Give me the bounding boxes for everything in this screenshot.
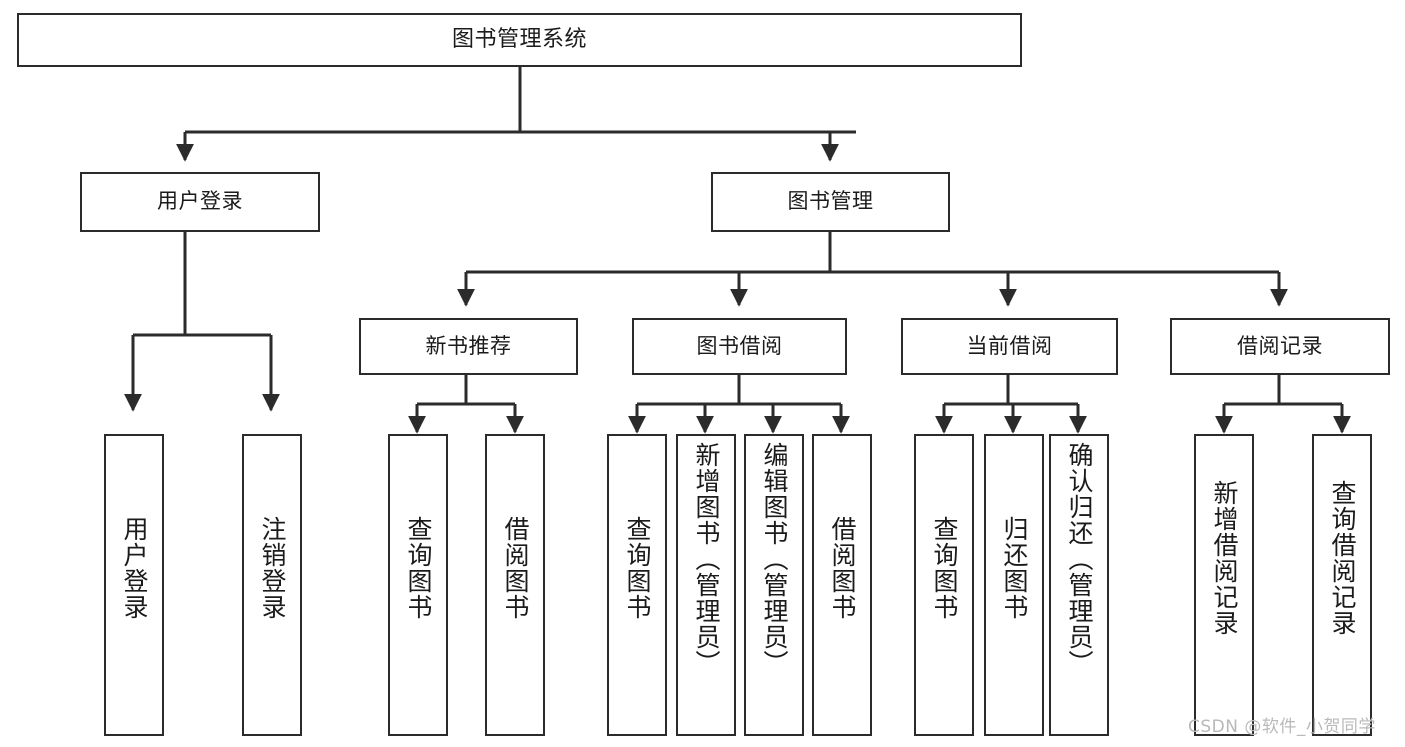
- leaf-label: 借阅图书: [828, 516, 857, 620]
- node-label: 新书推荐: [425, 333, 512, 358]
- node-label: 用户登录: [157, 189, 243, 214]
- leaf-label: 查询图书: [930, 516, 959, 620]
- leaf-return-book[interactable]: 归还图书: [984, 434, 1044, 736]
- leaf-label: 查询图书: [623, 516, 652, 620]
- node-new-book-recommend[interactable]: 新书推荐: [359, 318, 578, 375]
- leaf-add-book-admin[interactable]: 新增图书（管理员）: [676, 434, 736, 736]
- node-book-borrow[interactable]: 图书借阅: [632, 318, 847, 375]
- leaf-edit-book-admin[interactable]: 编辑图书（管理员）: [744, 434, 804, 736]
- node-label: 图书管理: [787, 189, 874, 214]
- leaf-label: 新增借阅记录: [1210, 480, 1239, 636]
- leaf-label: 查询图书: [404, 516, 433, 620]
- leaf-label: 确认归还（管理员）: [1065, 442, 1094, 676]
- leaf-label: 编辑图书（管理员）: [760, 442, 789, 676]
- leaf-query-borrow-record[interactable]: 查询借阅记录: [1312, 434, 1372, 736]
- leaf-label: 用户登录: [120, 516, 149, 620]
- node-user-login[interactable]: 用户登录: [80, 172, 320, 232]
- leaf-borrow-book-recommend[interactable]: 借阅图书: [485, 434, 545, 736]
- leaf-add-borrow-record[interactable]: 新增借阅记录: [1194, 434, 1254, 736]
- leaf-label: 借阅图书: [501, 516, 530, 620]
- leaf-query-book-current[interactable]: 查询图书: [914, 434, 974, 736]
- leaf-confirm-return-admin[interactable]: 确认归还（管理员）: [1049, 434, 1109, 736]
- node-label: 图书管理系统: [451, 26, 587, 52]
- node-book-manage[interactable]: 图书管理: [711, 172, 950, 232]
- node-label: 图书借阅: [696, 333, 783, 358]
- node-root-book-management-system[interactable]: 图书管理系统: [17, 13, 1022, 67]
- leaf-label: 新增图书（管理员）: [692, 442, 721, 676]
- node-label: 当前借阅: [966, 333, 1053, 358]
- node-borrow-record[interactable]: 借阅记录: [1170, 318, 1390, 375]
- leaf-label: 归还图书: [1000, 516, 1029, 620]
- watermark-text: CSDN @软件_小贺同学: [1188, 717, 1376, 737]
- leaf-query-book-borrow[interactable]: 查询图书: [607, 434, 667, 736]
- leaf-query-book-recommend[interactable]: 查询图书: [388, 434, 448, 736]
- node-current-borrow[interactable]: 当前借阅: [901, 318, 1118, 375]
- leaf-user-login[interactable]: 用户登录: [104, 434, 164, 736]
- leaf-borrow-book-borrow[interactable]: 借阅图书: [812, 434, 872, 736]
- leaf-logout-login[interactable]: 注销登录: [242, 434, 302, 736]
- leaf-label: 查询借阅记录: [1328, 480, 1357, 636]
- node-label: 借阅记录: [1237, 333, 1323, 358]
- leaf-label: 注销登录: [258, 516, 287, 620]
